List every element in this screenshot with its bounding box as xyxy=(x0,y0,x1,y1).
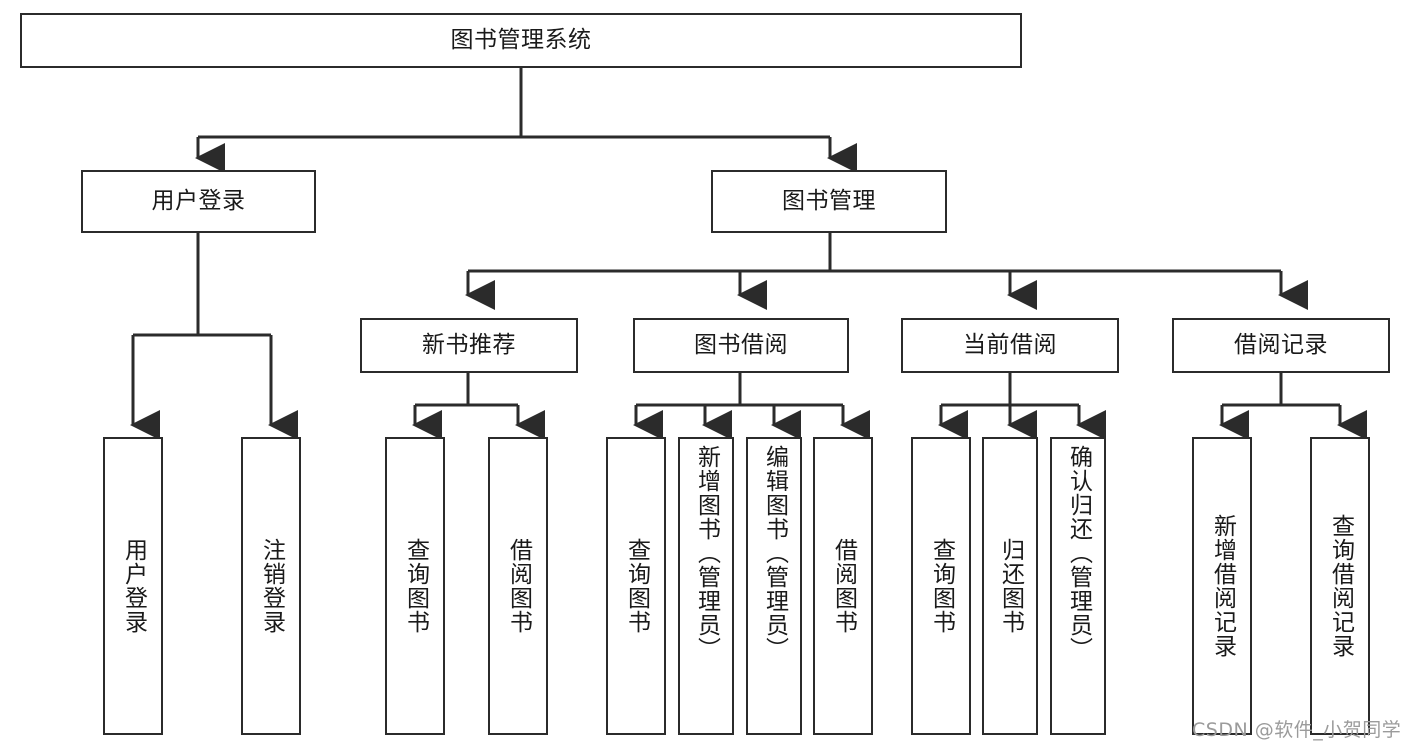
node-label: 归还图书 xyxy=(997,538,1024,634)
leaf-book-borrow-query[interactable]: 查询图书 xyxy=(606,437,666,735)
node-label: 查询借阅记录 xyxy=(1327,514,1354,658)
node-borrow-record[interactable]: 借阅记录 xyxy=(1172,318,1390,373)
node-label: 新增借阅记录 xyxy=(1209,514,1236,658)
leaf-book-borrow-add[interactable]: 新增图书（管理员） xyxy=(678,437,734,735)
leaf-new-book-query[interactable]: 查询图书 xyxy=(385,437,445,735)
node-label: 编辑图书（管理员） xyxy=(761,445,788,661)
leaf-borrow-record-add[interactable]: 新增借阅记录 xyxy=(1192,437,1252,735)
node-label: 图书管理系统 xyxy=(450,26,592,53)
node-label: 借阅图书 xyxy=(505,538,532,634)
node-current-borrow[interactable]: 当前借阅 xyxy=(901,318,1119,373)
node-label: 查询图书 xyxy=(402,538,429,634)
node-label: 用户登录 xyxy=(151,187,246,214)
watermark-text: CSDN @软件_小贺同学 xyxy=(1192,719,1402,741)
node-label: 借阅记录 xyxy=(1234,331,1328,358)
node-user-login[interactable]: 用户登录 xyxy=(81,170,316,233)
leaf-book-borrow-borrow[interactable]: 借阅图书 xyxy=(813,437,873,735)
node-book-management[interactable]: 图书管理 xyxy=(711,170,947,233)
node-label: 查询图书 xyxy=(623,538,650,634)
leaf-current-borrow-query[interactable]: 查询图书 xyxy=(911,437,971,735)
node-label: 用户登录 xyxy=(120,538,147,634)
node-label: 图书管理 xyxy=(782,187,876,214)
node-label: 注销登录 xyxy=(258,538,285,634)
node-book-borrow[interactable]: 图书借阅 xyxy=(633,318,849,373)
node-label: 图书借阅 xyxy=(694,331,788,358)
leaf-user-login-login[interactable]: 用户登录 xyxy=(103,437,163,735)
node-label: 新增图书（管理员） xyxy=(693,445,720,661)
node-root-system[interactable]: 图书管理系统 xyxy=(20,13,1022,68)
leaf-current-borrow-confirm-return[interactable]: 确认归还（管理员） xyxy=(1050,437,1106,735)
leaf-user-login-logout[interactable]: 注销登录 xyxy=(241,437,301,735)
node-label: 查询图书 xyxy=(928,538,955,634)
leaf-borrow-record-query[interactable]: 查询借阅记录 xyxy=(1310,437,1370,735)
leaf-new-book-borrow[interactable]: 借阅图书 xyxy=(488,437,548,735)
node-label: 新书推荐 xyxy=(422,331,516,358)
node-label: 当前借阅 xyxy=(963,331,1057,358)
node-new-book-recommend[interactable]: 新书推荐 xyxy=(360,318,578,373)
node-label: 确认归还（管理员） xyxy=(1065,445,1092,661)
leaf-current-borrow-return[interactable]: 归还图书 xyxy=(982,437,1038,735)
leaf-book-borrow-edit[interactable]: 编辑图书（管理员） xyxy=(746,437,802,735)
node-label: 借阅图书 xyxy=(830,538,857,634)
